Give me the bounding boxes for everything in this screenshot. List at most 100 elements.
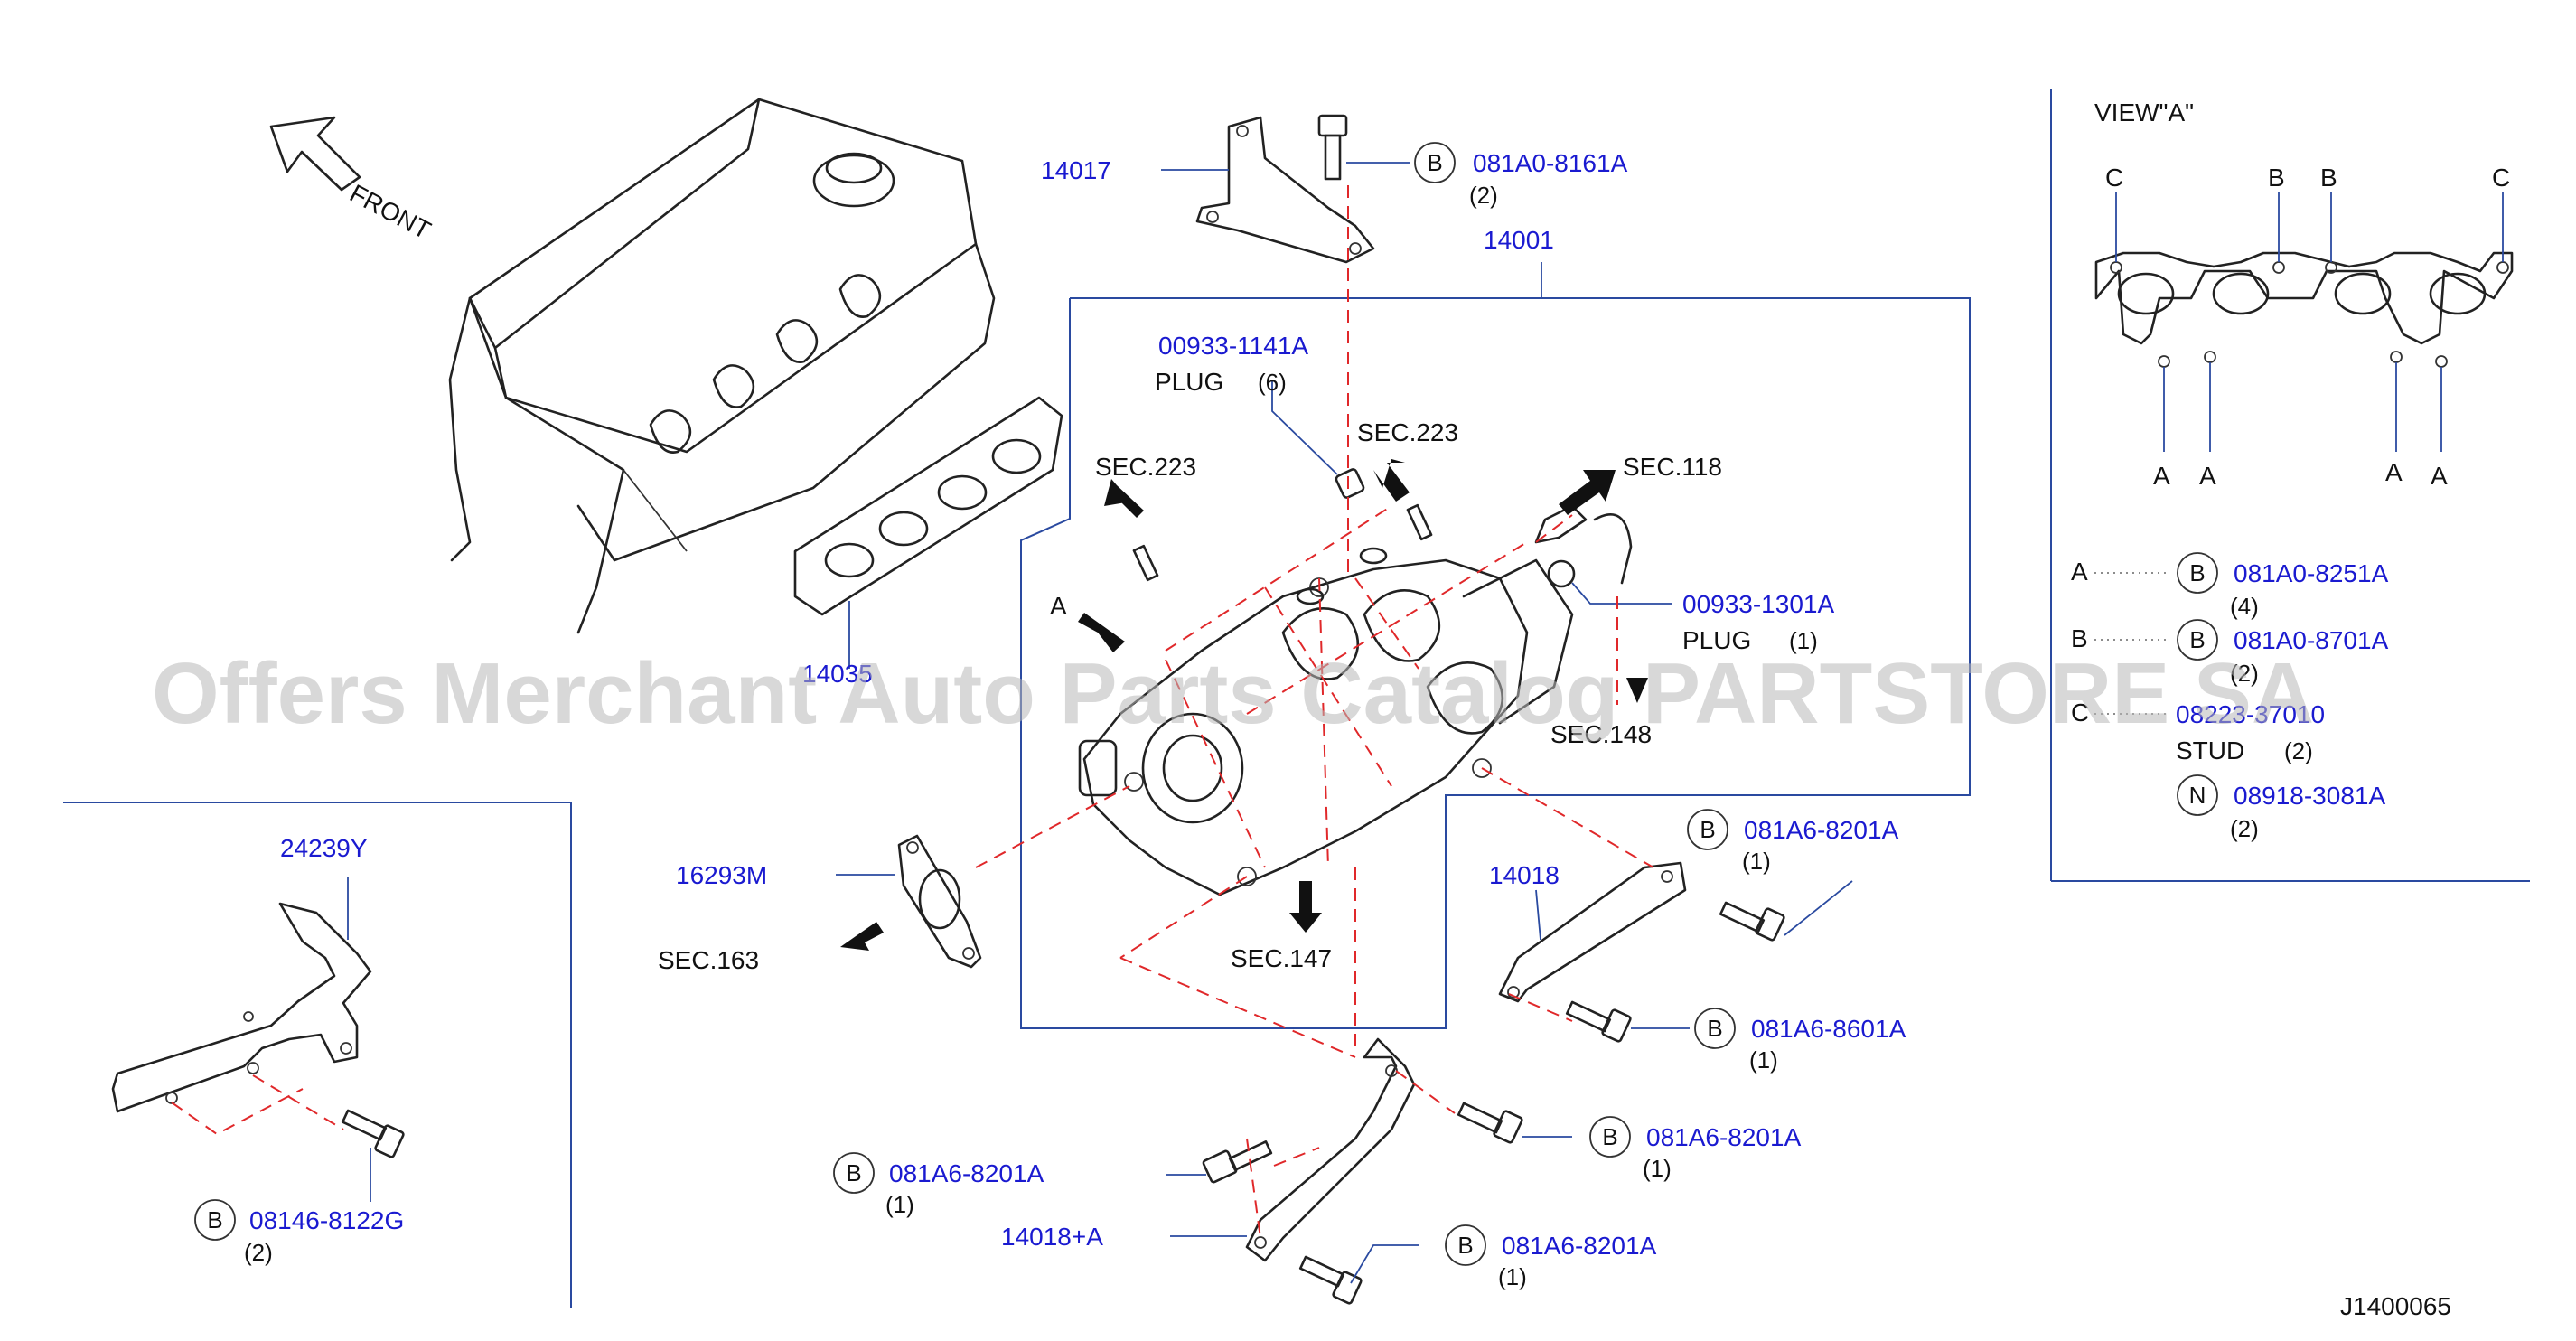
arrow-sec163 <box>840 922 884 951</box>
legend-b-part-number: 081A0-8701A <box>2234 626 2389 654</box>
part-14035-label: 14035 <box>802 660 873 688</box>
main-group-frame <box>1020 297 1971 1029</box>
part-16293M-label: 16293M <box>676 861 767 889</box>
engine-cylinder-head-drawing <box>448 98 996 634</box>
view-a-letter-b-left: B <box>2268 164 2285 192</box>
bolt-r3-drawing <box>1457 1102 1523 1144</box>
arrow-sec147 <box>1289 881 1322 933</box>
bolt-r3-prefix: B <box>1602 1123 1617 1150</box>
arrow-sec148 <box>1626 678 1648 703</box>
bolt-r3-part-number: 081A6-8201A <box>1646 1123 1802 1151</box>
sec223-right-label: SEC.223 <box>1357 418 1458 446</box>
bolt-r1-prefix: B <box>1700 816 1715 843</box>
arrow-sec118 <box>1559 470 1616 515</box>
sec148-label: SEC.148 <box>1550 720 1652 748</box>
bolt-r4-prefix-circle <box>1445 1224 1486 1266</box>
hose-fitting-sec148 <box>1593 513 1633 585</box>
legend-c-key: C <box>2071 699 2089 727</box>
bolt-top-part-number: 081A0-8161A <box>1473 149 1628 177</box>
bolt-top-qty: (2) <box>1469 182 1498 209</box>
bolt-r3-qty: (1) <box>1643 1155 1672 1182</box>
view-a-letter-a1: A <box>2153 462 2170 490</box>
watermark-text: Offers Merchant Auto Parts Catalog PARTS… <box>152 645 2314 742</box>
view-a-letter-a3: A <box>2385 458 2403 486</box>
view-a-gasket-drawing <box>2094 251 2514 368</box>
bolt-l-part-number: 081A6-8201A <box>889 1159 1044 1187</box>
plug1-part-number: 00933-1141A <box>1158 332 1308 360</box>
legend-n-qty: (2) <box>2230 815 2259 842</box>
front-direction-arrow <box>269 116 361 192</box>
bolt-r2-prefix: B <box>1707 1015 1722 1042</box>
sec118-label: SEC.118 <box>1623 453 1722 481</box>
plug-00933-1301A-drawing <box>1547 559 1576 588</box>
plug2-name: PLUG <box>1682 626 1751 654</box>
sec163-label: SEC.163 <box>658 946 759 974</box>
legend-a-prefix: B <box>2189 559 2205 586</box>
plug-00933-1141A-drawing <box>1335 468 1365 499</box>
bolt-l-drawing <box>1202 1140 1273 1184</box>
legend-c-part-number: 08223-37010 <box>2176 700 2325 728</box>
legend-b-qty: (2) <box>2230 660 2259 687</box>
part-14018A-label: 14018+A <box>1001 1223 1103 1251</box>
bolt-r4-part-number: 081A6-8201A <box>1502 1232 1657 1260</box>
legend-n-prefix: N <box>2189 782 2206 809</box>
view-a-leaders <box>2115 192 2504 452</box>
view-a-letter-b-right: B <box>2320 164 2337 192</box>
stud-fitting-mid <box>1406 503 1433 541</box>
alignment-dashed-lines-bracket <box>171 1074 344 1136</box>
legend-a-key: A <box>2071 558 2088 586</box>
bracket-24239Y-drawing <box>111 902 372 1113</box>
legend-n-part-number: 08918-3081A <box>2234 782 2385 810</box>
bolt-top-prefix: B <box>1427 149 1442 176</box>
legend-row-a: A B 081A0-8251A (4) <box>2071 552 2389 620</box>
legend-c-qty: (2) <box>2284 737 2313 764</box>
arrow-sec223-left <box>1104 479 1144 518</box>
bolt-top-prefix-circle <box>1414 142 1456 183</box>
legend-row-n: N 08918-3081A (2) <box>2177 774 2385 842</box>
plug2-part-number: 00933-1301A <box>1682 590 1834 618</box>
bracket-14018A-drawing <box>1245 1037 1416 1262</box>
view-a-letter-c-right: C <box>2492 164 2510 192</box>
bolt-r1-drawing <box>1719 901 1785 942</box>
part-14001-label: 14001 <box>1484 226 1554 254</box>
bracket-14017-drawing <box>1195 116 1375 264</box>
bolt-l-prefix-circle <box>833 1152 875 1194</box>
plug2-qty: (1) <box>1789 627 1818 654</box>
view-a-marker: A <box>1050 592 1067 620</box>
bolt-l-prefix: B <box>846 1159 861 1186</box>
intake-gasket-14035-drawing <box>793 396 1063 616</box>
legend-b-key: B <box>2071 624 2088 652</box>
bolt-r4-prefix: B <box>1457 1232 1473 1259</box>
bolt-08146-8122G-drawing <box>341 1109 405 1158</box>
diagram-code: J1400065 <box>2340 1292 2451 1320</box>
legend-row-c: C 08223-37010 STUD (2) <box>2071 699 2325 764</box>
bolt-r3-prefix-circle <box>1589 1116 1631 1158</box>
bolt-081A0-8161A-drawing <box>1317 114 1348 181</box>
view-a-letter-c-left: C <box>2105 164 2123 192</box>
bolt-r4-drawing <box>1298 1255 1363 1305</box>
bolt-r2-qty: (1) <box>1749 1046 1778 1074</box>
bolt-r1-part-number: 081A6-8201A <box>1744 816 1899 844</box>
bolt-bracket-part-number: 08146-8122G <box>249 1206 404 1234</box>
legend-b-prefix: B <box>2189 626 2205 653</box>
bolt-bracket-prefix-circle <box>194 1199 236 1241</box>
plug1-name: PLUG <box>1155 368 1223 396</box>
bolt-l-qty: (1) <box>885 1191 914 1218</box>
sec223-left-label: SEC.223 <box>1095 453 1196 481</box>
legend-a-qty: (4) <box>2230 593 2259 620</box>
bolt-bracket-qty: (2) <box>244 1239 273 1266</box>
legend-row-b: B B 081A0-8701A (2) <box>2071 619 2389 687</box>
bolt-r1-qty: (1) <box>1742 848 1771 875</box>
part-14018-label: 14018 <box>1489 861 1560 889</box>
bolt-r4-qty: (1) <box>1498 1263 1527 1290</box>
sec147-label: SEC.147 <box>1231 944 1332 972</box>
alignment-dashed-lines <box>975 185 1654 1239</box>
bolt-r1-prefix-circle <box>1687 809 1728 850</box>
legend-a-part-number: 081A0-8251A <box>2234 559 2389 587</box>
bolt-r2-drawing <box>1565 1000 1632 1043</box>
intake-manifold-14001-drawing <box>1078 547 1574 896</box>
view-a-letter-a2: A <box>2199 462 2216 490</box>
arrow-view-a <box>1078 613 1125 652</box>
view-a-title: VIEW"A" <box>2094 98 2194 127</box>
